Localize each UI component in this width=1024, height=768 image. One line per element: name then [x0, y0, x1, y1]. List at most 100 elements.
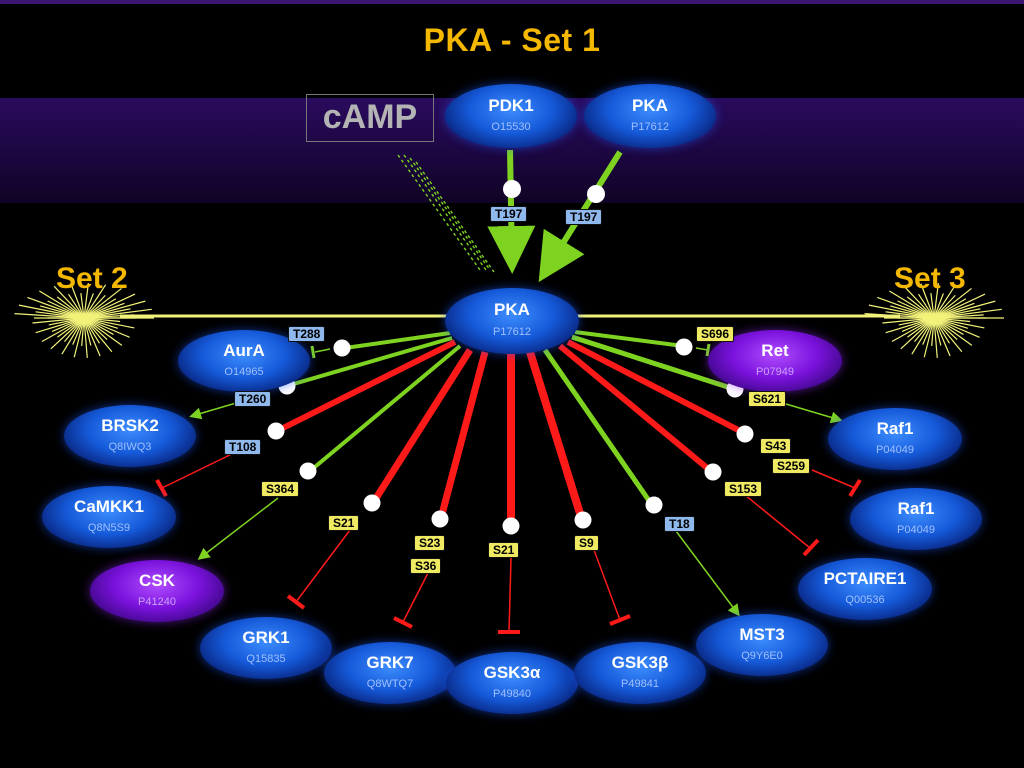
burst-ray [18, 304, 85, 319]
node-gsk3a[interactable]: GSK3α P49840 [446, 652, 578, 714]
burst-ray [918, 293, 935, 319]
burst-ray [83, 293, 94, 319]
burst-ray [933, 317, 980, 338]
node-id: P41240 [138, 595, 176, 608]
burst-ray [83, 302, 125, 319]
burst-ray [83, 308, 152, 319]
site-label-pctaire1: S153 [724, 481, 763, 497]
burst-ray [933, 317, 942, 346]
burst-ray [906, 296, 935, 319]
burst-ray [933, 293, 944, 319]
node-name: PKA [632, 95, 668, 115]
site-label-raf1-b: S259 [772, 458, 811, 474]
burst-ray [933, 317, 969, 329]
node-camkk1[interactable]: CaMKK1 Q8N5S9 [42, 486, 176, 548]
burst-ray [50, 317, 85, 350]
burst-ray [914, 317, 935, 343]
burst-ray [920, 283, 935, 319]
node-raf1-upper[interactable]: Raf1 P04049 [828, 408, 962, 470]
burst-left [14, 282, 154, 358]
burst-ray [931, 317, 935, 346]
burst-ray [57, 317, 85, 338]
burst-ray [933, 317, 951, 344]
burst-ray [70, 283, 85, 319]
node-pctaire1[interactable]: PCTAIRE1 Q00536 [798, 558, 932, 620]
burst-ray [68, 293, 85, 319]
node-grk7[interactable]: GRK7 Q8WTQ7 [324, 642, 456, 704]
node-csk[interactable]: CSK P41240 [90, 560, 224, 622]
node-gsk3b[interactable]: GSK3β P49841 [574, 642, 706, 704]
burst-ray [83, 293, 136, 319]
burst-ray [39, 290, 85, 319]
burst-ray [933, 317, 964, 335]
node-pka-center[interactable]: PKA P17612 [445, 288, 579, 354]
burst-ray [933, 298, 967, 319]
substrate-edges [155, 330, 862, 634]
site-label-mst3: T18 [664, 516, 695, 532]
node-id: Q00536 [845, 593, 885, 606]
burst-ray [923, 317, 935, 358]
burst-ray [901, 317, 935, 333]
burst-ray [903, 285, 935, 319]
burst-ray [933, 282, 939, 319]
node-name: PDK1 [488, 95, 534, 115]
burst-ray [53, 285, 85, 319]
burst-ray [933, 317, 985, 329]
burst-ray [51, 317, 85, 333]
node-id: P17612 [631, 121, 669, 134]
site-label-grk1: S21 [328, 515, 360, 531]
site-label-brsk2: T260 [234, 391, 272, 407]
node-name: Ret [761, 341, 789, 361]
node-grk1[interactable]: GRK1 Q15835 [200, 617, 332, 679]
set2-label: Set 2 [56, 262, 128, 295]
node-brsk2[interactable]: BRSK2 Q8IWQ3 [64, 405, 196, 467]
burst-ray [933, 294, 956, 319]
burst-ray [83, 287, 122, 319]
site-label-pdk1: T197 [490, 206, 528, 222]
burst-ray [83, 317, 88, 358]
node-raf1-lower[interactable]: Raf1 P04049 [850, 488, 982, 550]
burst-ray [83, 317, 123, 346]
burst-ray [907, 317, 935, 338]
site-label-aura: T288 [288, 326, 326, 342]
node-id: Q9Y6E0 [741, 649, 783, 662]
burst-ray [83, 294, 106, 319]
burst-ray [61, 317, 85, 355]
node-id: Q8N5S9 [87, 521, 131, 534]
node-mst3[interactable]: MST3 Q9Y6E0 [696, 614, 828, 676]
site-label-gsk3b: S9 [574, 535, 599, 551]
phospho-dot [503, 180, 521, 198]
burst-ray [897, 300, 935, 319]
burst-ray [933, 317, 938, 358]
node-name: PKA [494, 299, 530, 319]
node-name: GRK1 [242, 628, 290, 648]
node-id: Q8WTQ7 [366, 677, 414, 690]
burst-ray [83, 317, 119, 329]
node-name: CSK [139, 571, 175, 591]
burst-ray [72, 317, 85, 345]
node-id: P49841 [621, 677, 659, 690]
burst-ray [27, 296, 85, 319]
node-name: Raf1 [876, 419, 914, 439]
burst-ray [83, 317, 108, 341]
burst-ray [80, 292, 85, 319]
burst-ray [933, 317, 973, 346]
node-pka-upstream[interactable]: PKA P17612 [584, 84, 716, 148]
site-label-raf1-a: S43 [760, 438, 792, 454]
burst-ray [14, 313, 85, 319]
burst-ray [922, 317, 935, 345]
site-label-csk: S364 [261, 481, 300, 497]
node-pdk1[interactable]: PDK1 O15530 [445, 84, 577, 148]
burst-ray [47, 300, 85, 319]
burst-ray [83, 317, 130, 338]
burst-ray [933, 293, 986, 319]
node-name: GSK3β [611, 653, 669, 673]
site-label-raf1-upper: S621 [748, 391, 787, 407]
burst-ray [83, 317, 113, 353]
burst-ray [930, 292, 935, 319]
site-label-grk7-a: S23 [414, 535, 446, 551]
node-id: P49840 [493, 687, 531, 700]
burst-ray [933, 317, 951, 357]
node-name: GSK3α [483, 663, 541, 683]
